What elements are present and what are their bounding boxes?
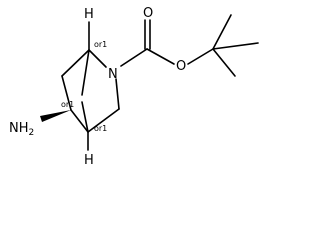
wedge-bond-c5-nh2 [40, 110, 71, 122]
bond-o-tbu-c [187, 48, 214, 65]
bond-c1-c6 [61, 49, 90, 77]
atom-o-ester: O [176, 59, 186, 74]
stereo-label-bottom: or1 [94, 124, 107, 133]
bond-n-carbonyl-c [120, 48, 148, 67]
bond-c6-c5 [61, 75, 72, 111]
bond-bridge-bottom [81, 101, 89, 133]
stereo-label-top: or1 [94, 40, 107, 49]
bond-c5-c4 [70, 109, 89, 133]
atom-nh2-subscript: 2 [29, 128, 35, 138]
boc-bonds [120, 14, 259, 77]
atom-h-bottom: H [84, 153, 94, 168]
atom-nh2: NH2 [9, 121, 34, 138]
atom-nh2-main: NH [9, 121, 29, 136]
bond-tbu-methyl-right [212, 42, 259, 50]
bond-tbu-methyl-up [212, 14, 232, 50]
stereo-label-middle: or1 [61, 100, 74, 109]
atom-n-ring: N [108, 67, 118, 82]
bond-tbu-methyl-down [212, 48, 236, 77]
bond-bridge-top [81, 49, 90, 96]
molecule-diagram: H N O O NH2 H or1 or1 or1 [9, 6, 259, 168]
atom-h-top: H [84, 7, 94, 22]
bond-carbonyl-c-o-ester [146, 48, 175, 65]
ring-bonds [61, 21, 120, 151]
bond-n-c3 [115, 78, 120, 110]
bond-c1-n [88, 49, 107, 68]
bond-c3-c4 [87, 108, 120, 133]
atom-o-carbonyl: O [143, 6, 153, 21]
